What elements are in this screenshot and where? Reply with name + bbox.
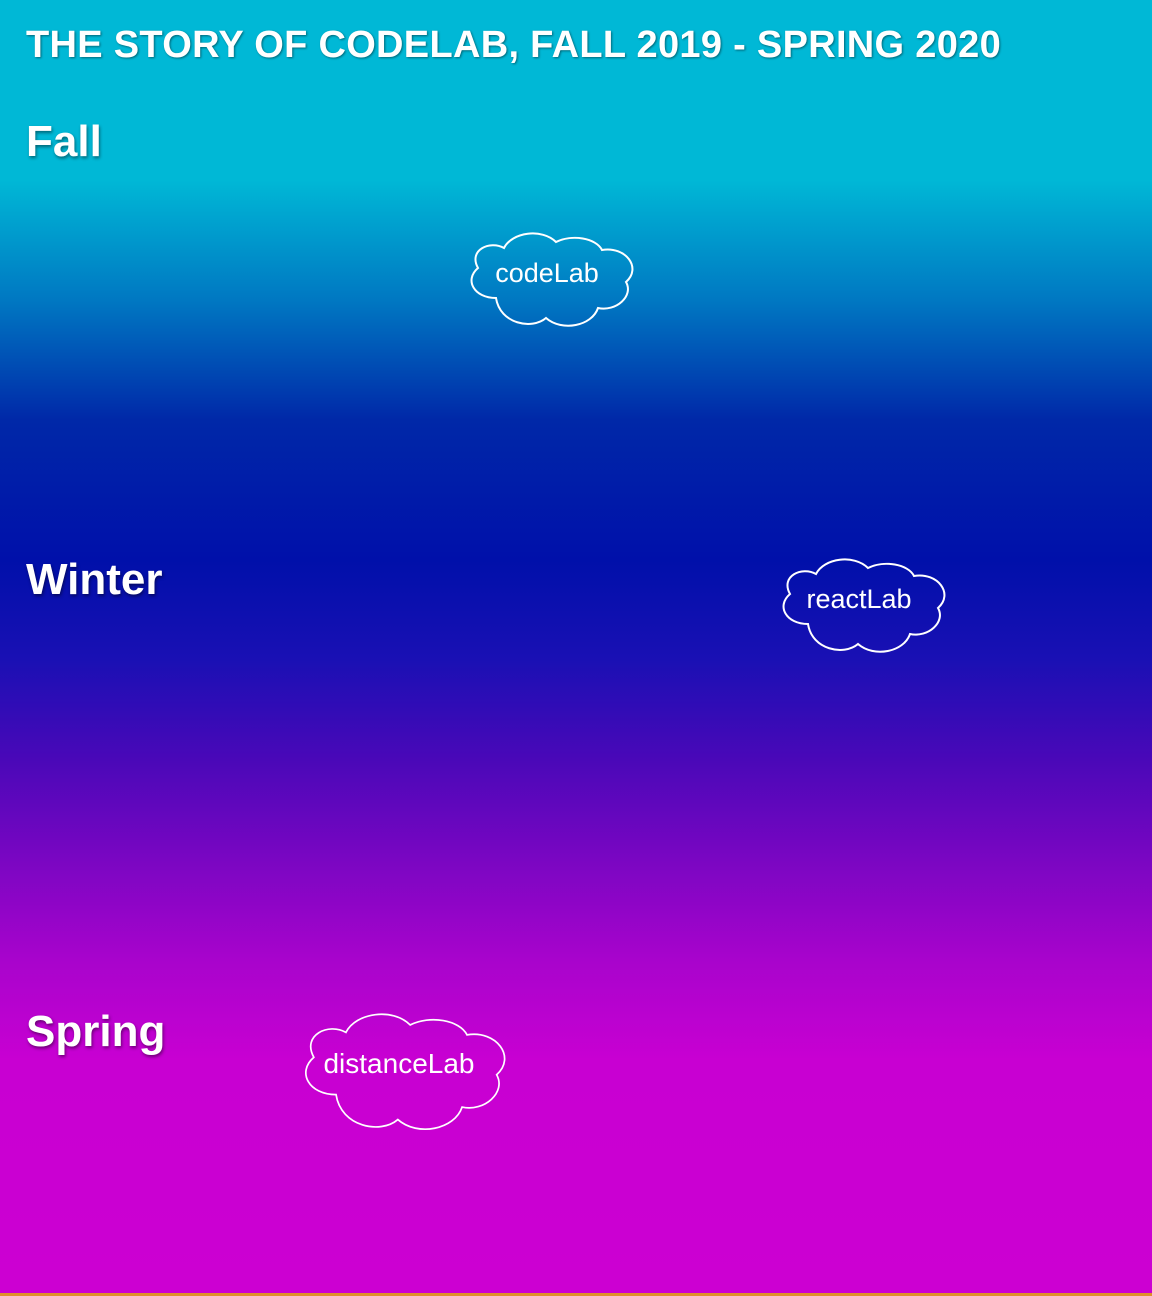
cloud-icon bbox=[470, 232, 634, 327]
season-heading-fall: Fall bbox=[26, 117, 102, 166]
cloud-label-distancelab: distanceLab bbox=[323, 1048, 475, 1079]
cloud-label-reactlab: reactLab bbox=[806, 584, 912, 614]
cloud-icon bbox=[299, 1010, 509, 1132]
codelab-cloud-button[interactable]: codeLab bbox=[466, 230, 636, 328]
cloud-icon bbox=[782, 558, 946, 653]
cloud-label-codelab: codeLab bbox=[495, 258, 599, 288]
bottom-edge-divider bbox=[0, 1293, 1152, 1296]
distancelab-cloud-button[interactable]: distanceLab bbox=[299, 1010, 509, 1132]
page-title: THE STORY OF CODELAB, FALL 2019 - SPRING… bbox=[26, 24, 1002, 66]
season-heading-spring: Spring bbox=[26, 1007, 166, 1056]
season-heading-winter: Winter bbox=[26, 555, 163, 604]
reactlab-cloud-button[interactable]: reactLab bbox=[778, 556, 948, 654]
